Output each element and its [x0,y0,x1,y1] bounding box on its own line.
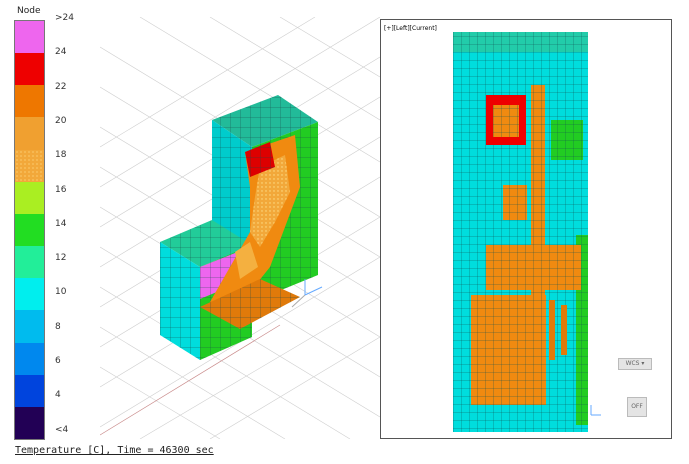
isometric-viewport[interactable] [100,17,380,439]
color-legend: Node >24 24 22 20 18 16 14 12 10 8 6 4 <4 [0,0,92,445]
legend-tick-label: <4 [55,424,69,435]
legend-title: Node [17,6,41,16]
legend-swatch [15,246,44,279]
time-caption: Temperature [C], Time = 46300 sec [15,445,214,456]
legend-tick-label: 12 [55,253,67,264]
legend-swatch [15,278,44,311]
legend-swatch [15,374,44,408]
legend-swatch [15,149,44,183]
legend-tick-label: 8 [55,321,61,332]
legend-tick-label: >24 [55,13,74,23]
legend-swatch [15,310,44,344]
legend-swatch [15,53,44,86]
legend-color-bar [14,20,45,440]
left-viewport[interactable]: [+][Left][Current] [380,19,672,439]
off-button[interactable]: OFF [627,397,647,417]
isometric-model-svg [100,17,380,439]
legend-swatch [15,117,44,151]
legend-tick-label: 4 [55,390,61,401]
legend-tick-label: 10 [55,287,67,298]
legend-swatch [15,342,44,376]
viewport-label[interactable]: [+][Left][Current] [384,25,437,32]
legend-tick-label: 18 [55,150,67,161]
legend-tick-label: 20 [55,115,67,126]
legend-tick-label: 24 [55,47,67,58]
legend-tick-label: 6 [55,356,61,366]
wcs-dropdown[interactable]: WCS ▾ [618,358,652,370]
legend-swatch [15,213,44,247]
legend-tick-label: 22 [55,81,67,92]
legend-swatch [15,406,44,440]
legend-tick-label: 14 [55,218,67,229]
legend-swatch [15,181,44,215]
legend-swatch [15,21,44,54]
left-model-svg [453,32,601,432]
legend-swatch [15,85,44,118]
legend-tick-label: 16 [55,184,67,195]
